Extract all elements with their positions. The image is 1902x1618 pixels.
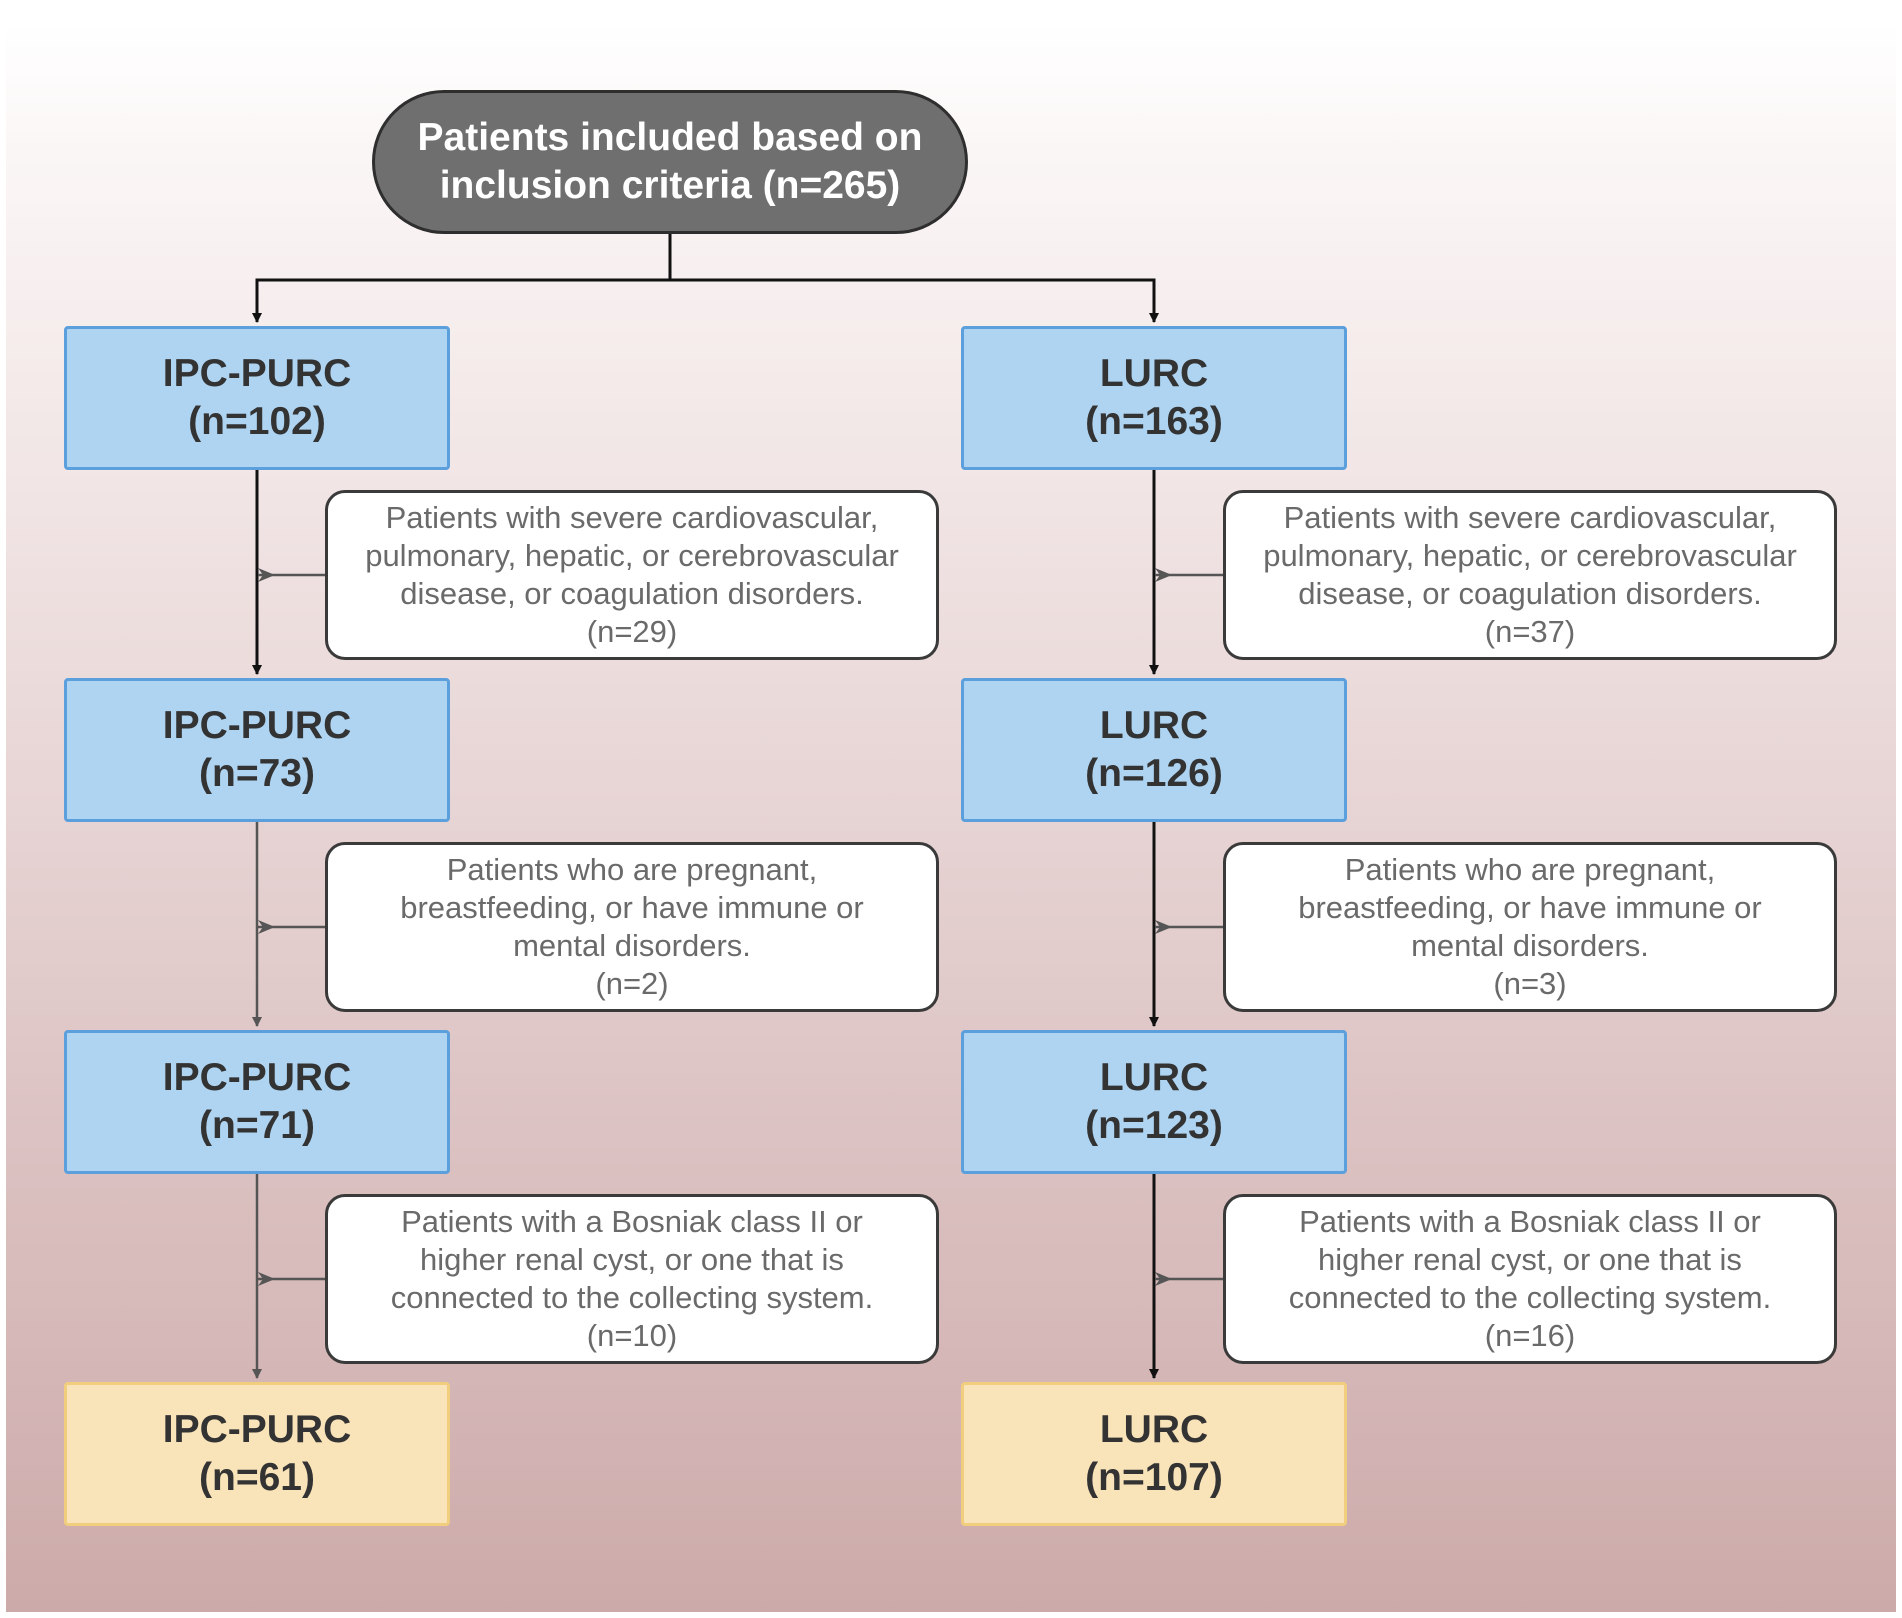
group-count: (n=126)	[1085, 752, 1223, 795]
group-name: IPC-PURC	[162, 1408, 352, 1451]
group-count: (n=71)	[199, 1104, 315, 1147]
exclusion-count: (n=29)	[586, 614, 678, 649]
exclusion-count: (n=10)	[586, 1318, 678, 1353]
exclusion-text: Patients with severe cardiovascular, pul…	[1263, 500, 1797, 611]
lurc-final-box: LURC (n=107)	[961, 1382, 1347, 1526]
lurc-box-2: LURC (n=126)	[961, 678, 1347, 822]
group-name: IPC-PURC	[162, 352, 352, 395]
group-count: (n=107)	[1085, 1456, 1223, 1499]
group-count: (n=163)	[1085, 400, 1223, 443]
ipc-purc-final-box: IPC-PURC (n=61)	[64, 1382, 450, 1526]
exclusion-count: (n=2)	[595, 966, 669, 1001]
group-count: (n=123)	[1085, 1104, 1223, 1147]
exclusion-text: Patients who are pregnant, breastfeeding…	[400, 852, 864, 963]
start-line-1: Patients included based on	[417, 116, 923, 159]
right-exclusion-box-1: Patients with severe cardiovascular, pul…	[1223, 490, 1837, 660]
exclusion-text: Patients who are pregnant, breastfeeding…	[1298, 852, 1762, 963]
exclusion-text: Patients with a Bosniak class II or high…	[390, 1204, 874, 1315]
group-name: LURC	[1099, 1408, 1209, 1451]
exclusion-text: Patients with severe cardiovascular, pul…	[365, 500, 899, 611]
lurc-box-3: LURC (n=123)	[961, 1030, 1347, 1174]
ipc-purc-box-3: IPC-PURC (n=71)	[64, 1030, 450, 1174]
start-line-2: inclusion criteria (n=265)	[439, 164, 901, 207]
ipc-purc-box-1: IPC-PURC (n=102)	[64, 326, 450, 470]
group-name: LURC	[1099, 704, 1209, 747]
right-exclusion-box-2: Patients who are pregnant, breastfeeding…	[1223, 842, 1837, 1012]
lurc-box-1: LURC (n=163)	[961, 326, 1347, 470]
left-exclusion-box-3: Patients with a Bosniak class II or high…	[325, 1194, 939, 1364]
group-count: (n=73)	[199, 752, 315, 795]
left-exclusion-box-2: Patients who are pregnant, breastfeeding…	[325, 842, 939, 1012]
exclusion-count: (n=37)	[1484, 614, 1576, 649]
left-exclusion-box-1: Patients with severe cardiovascular, pul…	[325, 490, 939, 660]
group-name: LURC	[1099, 1056, 1209, 1099]
exclusion-text: Patients with a Bosniak class II or high…	[1288, 1204, 1772, 1315]
group-name: IPC-PURC	[162, 704, 352, 747]
start-node: Patients included based on inclusion cri…	[372, 90, 968, 234]
exclusion-count: (n=3)	[1493, 966, 1567, 1001]
group-count: (n=102)	[188, 400, 326, 443]
ipc-purc-box-2: IPC-PURC (n=73)	[64, 678, 450, 822]
group-count: (n=61)	[199, 1456, 315, 1499]
group-name: LURC	[1099, 352, 1209, 395]
exclusion-count: (n=16)	[1484, 1318, 1576, 1353]
group-name: IPC-PURC	[162, 1056, 352, 1099]
right-exclusion-box-3: Patients with a Bosniak class II or high…	[1223, 1194, 1837, 1364]
